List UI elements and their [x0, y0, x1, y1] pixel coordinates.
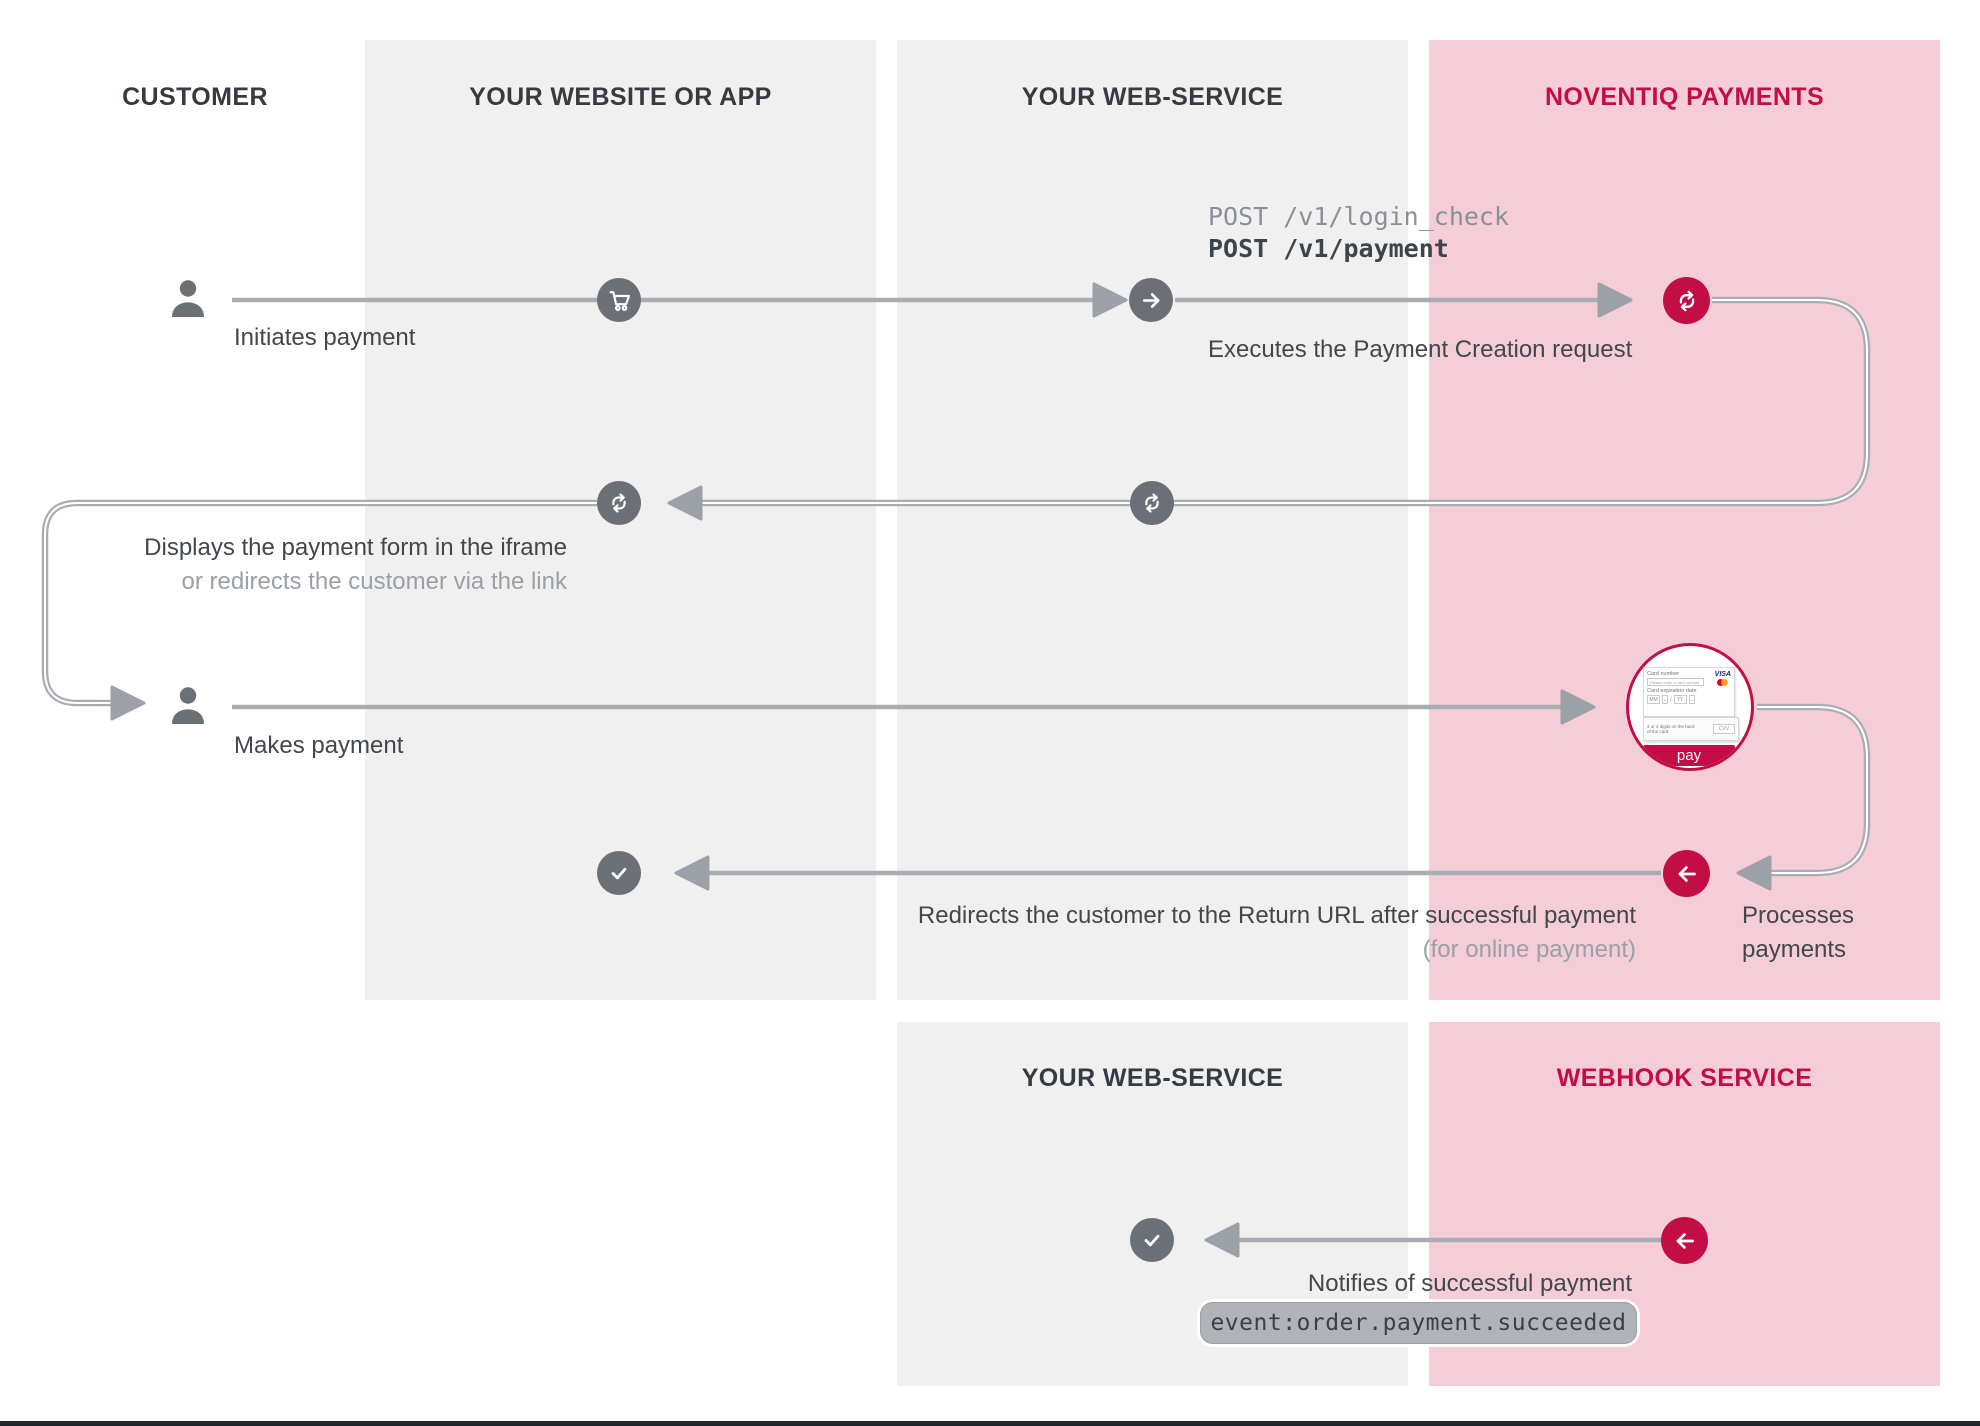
pipe-widget-to-processor-core [1757, 706, 1868, 874]
event-badge: event:order.payment.succeeded [1200, 1302, 1637, 1344]
lane-header-website: YOUR WEBSITE OR APP [469, 83, 772, 111]
label-payments: payments [1742, 936, 1847, 963]
lane-header-webservice: YOUR WEB-SERVICE [1021, 83, 1284, 111]
arrowhead-right-2 [1597, 282, 1633, 318]
code-post-payment: POST /v1/payment [1208, 234, 1449, 263]
payment-create-sync-icon [1663, 277, 1710, 324]
label-displays-form: Displays the payment form in the iframe [144, 534, 567, 561]
pipe-payment-form-response-core [701, 299, 1868, 504]
arrowhead-left-1 [667, 485, 703, 521]
mini-card-form: Card number Please enter a card number C… [1643, 667, 1735, 717]
pay-button[interactable]: pay [1643, 745, 1735, 766]
webhook-check-icon [1130, 1218, 1174, 1262]
arrowhead-left-4 [1204, 1222, 1240, 1258]
pipe-iframe-to-customer-core [44, 502, 597, 704]
lane-header-webhook: WEBHOOK SERVICE [1556, 1064, 1813, 1092]
arrowhead-right-1 [1092, 282, 1128, 318]
iframe-sync-icon [597, 481, 641, 525]
lane-header-webservice-bottom: YOUR WEB-SERVICE [1021, 1064, 1284, 1092]
pipe-widget-to-processor [1757, 703, 1871, 877]
customer-person-icon [172, 280, 204, 317]
processes-payments-arrow-icon [1663, 850, 1710, 897]
lane-header-customer: CUSTOMER [122, 83, 268, 111]
bottom-edge-bar [0, 1421, 1980, 1426]
expiry-month-select[interactable]: ⌄ [1662, 695, 1668, 704]
success-check-icon [597, 851, 641, 895]
card-number-input[interactable]: Please enter a card number [1647, 678, 1704, 686]
expiry-year-select[interactable]: ⌄ [1688, 695, 1695, 704]
arrow-right-icon [1129, 278, 1173, 322]
webhook-arrow-icon [1661, 1217, 1708, 1264]
label-redirects-return-url: Redirects the customer to the Return URL… [917, 902, 1636, 929]
code-post-login-check: POST /v1/login_check [1208, 202, 1510, 231]
cvv-row: 3 or 4 digits on the back of the card CV… [1643, 717, 1739, 741]
expiry-label: Card expiration date [1647, 688, 1697, 694]
label-for-online-payment: (for online payment) [1422, 936, 1636, 963]
lane-header-noventiq: NOVENTIQ PAYMENTS [1544, 83, 1825, 111]
arrowhead-right-4 [1560, 689, 1596, 725]
cvv-hint: 3 or 4 digits on the back of the card [1647, 724, 1695, 734]
cvv-input[interactable]: CVV [1713, 724, 1735, 734]
label-initiates-payment: Initiates payment [234, 324, 416, 351]
pipe-payment-form-response [701, 296, 1871, 507]
lane-panel-noventiq [1429, 40, 1940, 1000]
label-executes-request: Executes the Payment Creation request [1208, 336, 1633, 363]
arrowhead-right-3 [110, 685, 146, 721]
expiry-month-input[interactable]: MM [1647, 695, 1660, 704]
label-redirects-via-link: or redirects the customer via the link [181, 568, 568, 595]
label-processes: Processes [1742, 902, 1855, 929]
expiry-slash: / [1670, 696, 1672, 703]
payment-form-widget: Card number Please enter a card number C… [1626, 643, 1754, 771]
card-number-label: Card number [1647, 671, 1680, 677]
pipe-iframe-to-customer [41, 499, 597, 707]
visa-logo: VISA [1714, 671, 1731, 678]
arrowhead-left-2 [1736, 855, 1772, 891]
customer-person-icon-2 [172, 687, 204, 724]
mastercard-logo [1717, 679, 1729, 686]
cart-icon [597, 278, 641, 322]
expiry-year-input[interactable]: YY [1673, 695, 1687, 704]
webservice-sync-icon [1130, 481, 1174, 525]
label-notifies-payment: Notifies of successful payment [1307, 1270, 1633, 1297]
arrowhead-left-3 [674, 855, 710, 891]
label-makes-payment: Makes payment [234, 732, 404, 759]
